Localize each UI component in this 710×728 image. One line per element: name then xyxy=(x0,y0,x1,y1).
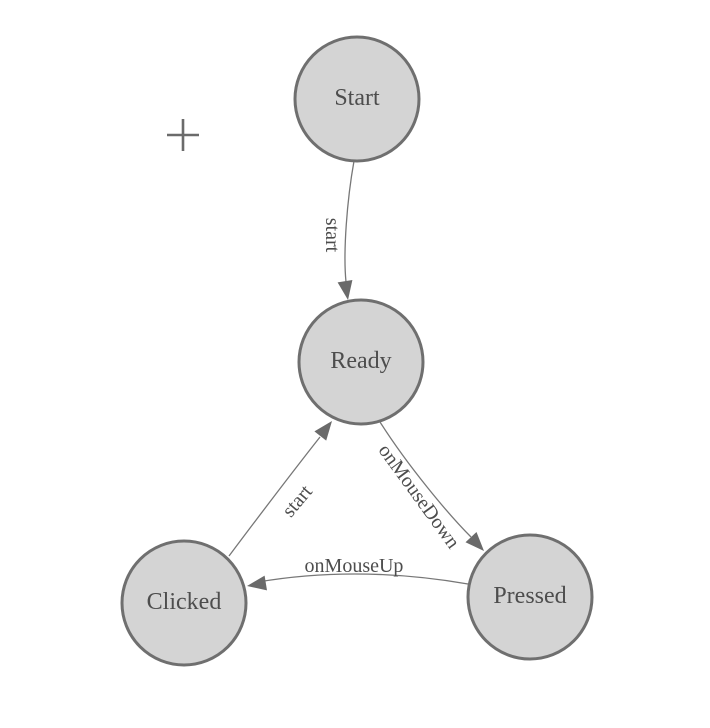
edge-clicked-to-ready-path[interactable] xyxy=(228,436,321,557)
edge-pressed-to-clicked-label: onMouseUp xyxy=(305,555,404,577)
node-start-circle[interactable] xyxy=(293,35,421,163)
node-clicked[interactable]: Clicked xyxy=(120,539,248,667)
node-start[interactable]: Start xyxy=(293,35,421,163)
edge-ready-to-pressed-path[interactable] xyxy=(379,421,472,538)
node-pressed-circle[interactable] xyxy=(466,533,594,661)
arrowhead-icon[interactable] xyxy=(247,575,267,591)
edge-pressed-to-clicked-path[interactable] xyxy=(257,573,469,585)
arrowhead-icon[interactable] xyxy=(337,280,353,300)
node-pressed-label: Pressed xyxy=(493,583,566,609)
arrowhead-icon[interactable] xyxy=(465,532,485,551)
edge-pressed-to-clicked: onMouseUp xyxy=(247,555,469,591)
arrowhead-icon[interactable] xyxy=(314,421,332,441)
node-clicked-label: Clicked xyxy=(147,589,222,615)
edge-clicked-to-ready-label: start xyxy=(278,481,317,522)
node-pressed[interactable]: Pressed xyxy=(466,533,594,661)
edge-start-to-ready-label: start xyxy=(321,218,343,253)
plus-crosshair-icon xyxy=(167,119,199,151)
node-ready-circle[interactable] xyxy=(297,298,425,426)
node-clicked-circle[interactable] xyxy=(120,539,248,667)
node-ready[interactable]: Ready xyxy=(297,298,425,426)
edge-ready-to-pressed: onMouseDown xyxy=(374,421,485,553)
edge-clicked-to-ready: start xyxy=(228,421,332,557)
node-start-label: Start xyxy=(334,85,380,111)
edge-ready-to-pressed-label: onMouseDown xyxy=(374,440,464,553)
edge-start-to-ready-path[interactable] xyxy=(344,160,355,283)
node-ready-label: Ready xyxy=(330,348,391,374)
edge-start-to-ready: start xyxy=(321,160,355,300)
